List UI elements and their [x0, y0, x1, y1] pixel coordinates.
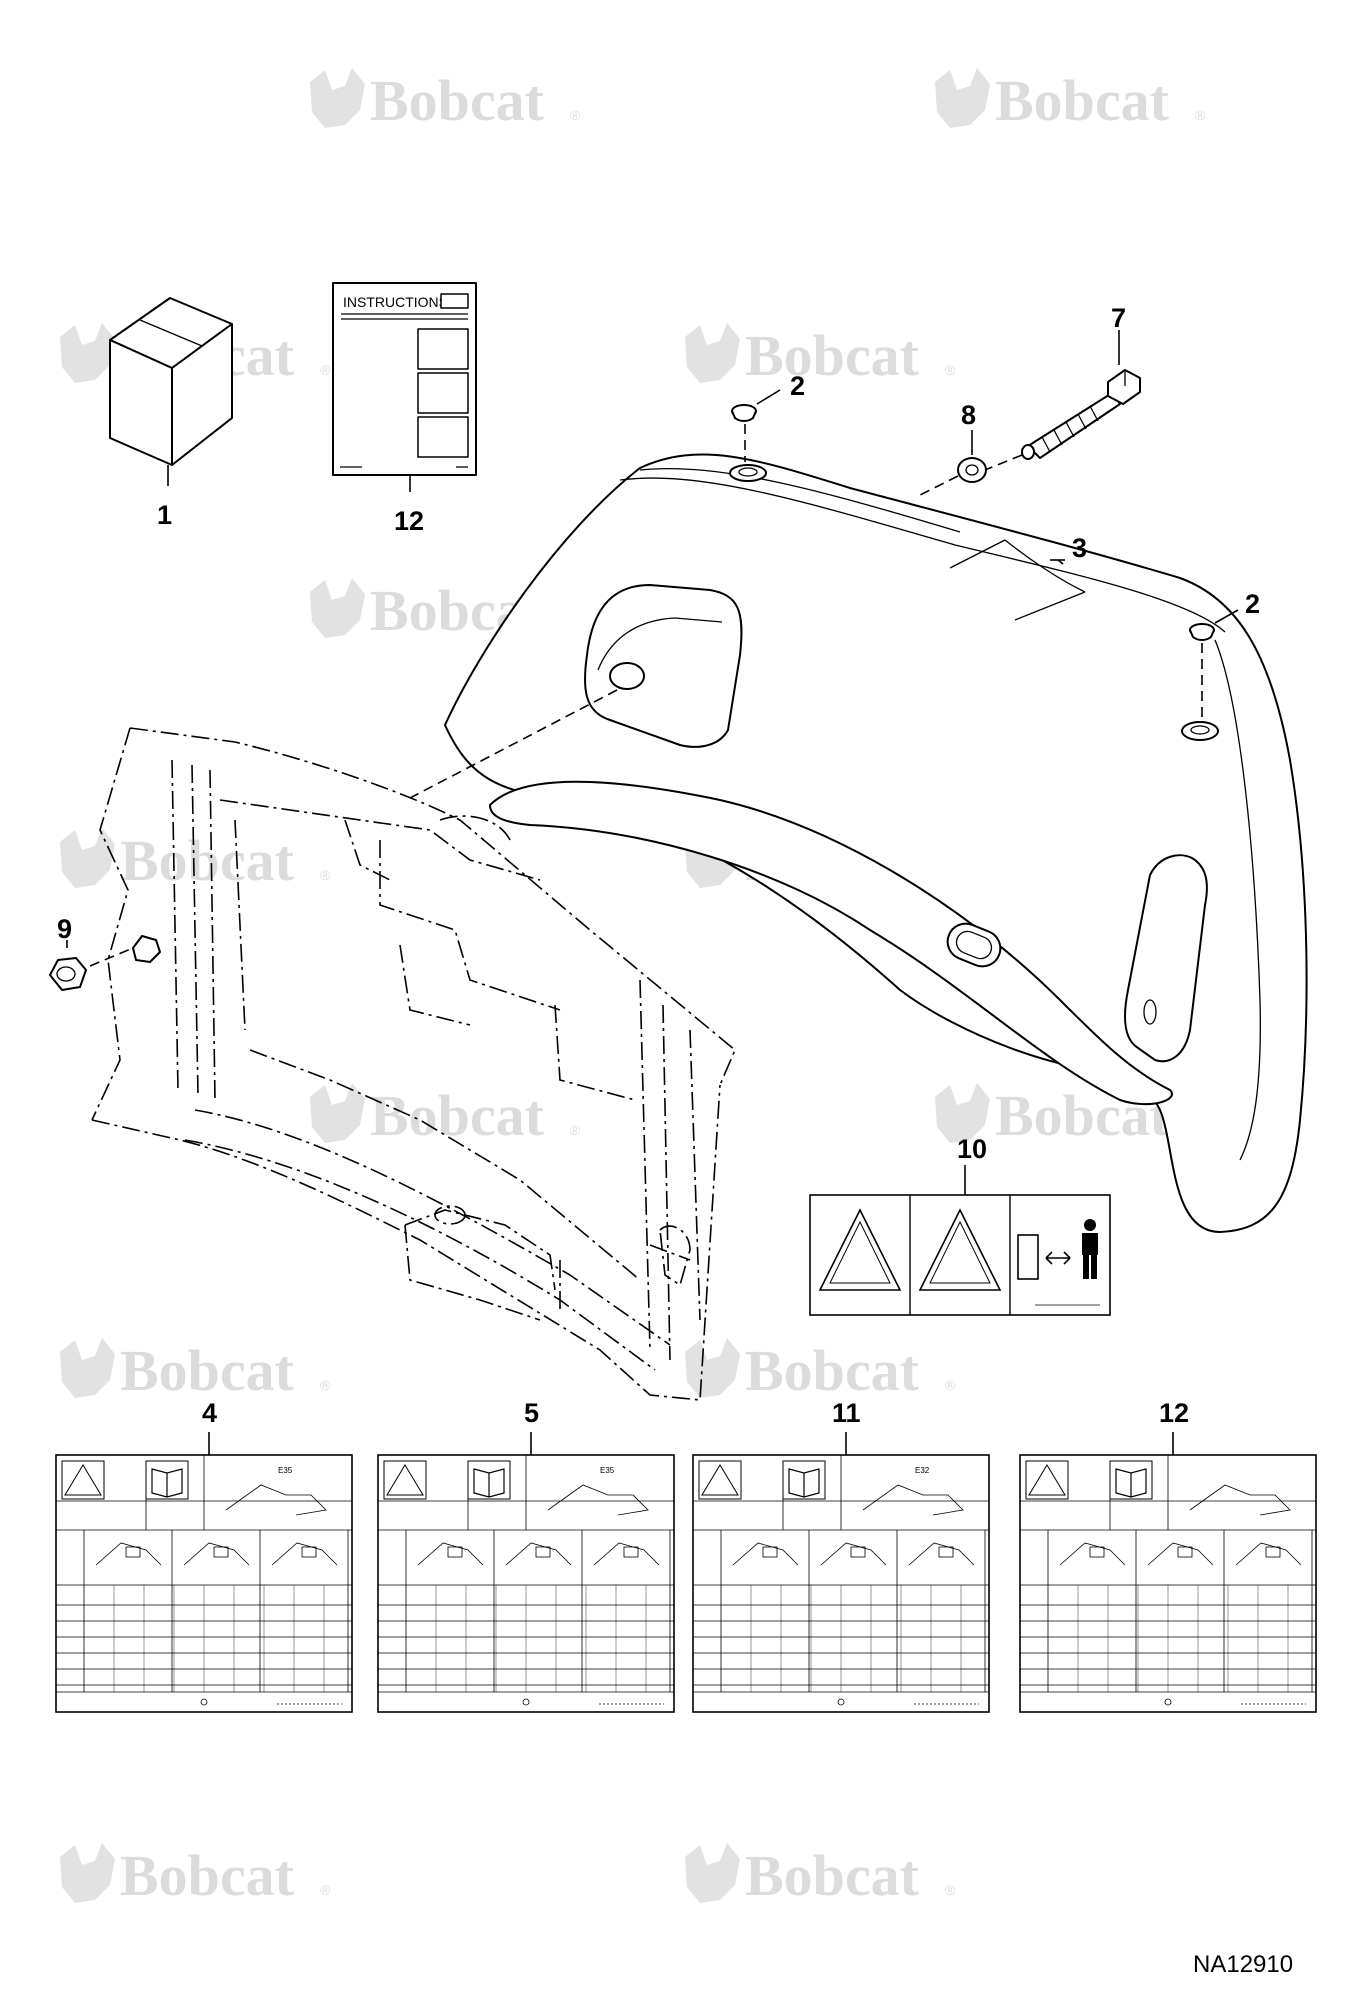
callout-2a: 2 [790, 371, 805, 401]
decal-model: E35 [278, 1466, 293, 1475]
watermark-text: Bobcat [120, 1338, 295, 1403]
watermark-logo: Bobcat ® [685, 1338, 956, 1403]
decal-model: E35 [600, 1466, 615, 1475]
book-icon [473, 1468, 505, 1498]
bobcat-head-icon [685, 323, 740, 383]
watermark-registered: ® [945, 1377, 956, 1393]
watermark-registered: ® [945, 362, 956, 378]
part-6-bolt: 7 [984, 303, 1141, 471]
alignment-line [409, 689, 618, 799]
excavator-icon [1189, 1484, 1291, 1516]
manual-header: INSTRUCTIONS [343, 294, 448, 310]
callout-8: 9 [57, 914, 72, 944]
watermark-text: Bobcat [370, 68, 545, 133]
watermark-registered: ® [570, 1122, 581, 1138]
watermark-registered: ® [320, 1882, 331, 1898]
watermark-registered: ® [570, 107, 581, 123]
bobcat-head-icon [60, 1843, 115, 1903]
part-8-nut: 9 [49, 914, 161, 991]
bobcat-head-icon [935, 1083, 990, 1143]
watermark-logo: Bobcat ® [310, 68, 581, 133]
callout-5: 5 [524, 1398, 539, 1428]
callout-9: 10 [957, 1134, 987, 1164]
callout-2b: 2 [1245, 589, 1260, 619]
watermark-registered: ® [320, 362, 331, 378]
excavator-icon [547, 1484, 649, 1516]
bobcat-head-icon [60, 323, 115, 383]
callout-6: 7 [1111, 303, 1126, 333]
excavator-icon [862, 1484, 964, 1516]
part-1-box: 1 [109, 297, 233, 530]
watermark-registered: ® [320, 867, 331, 883]
watermark-text: Bobcat [120, 1843, 295, 1908]
bobcat-head-icon [685, 1843, 740, 1903]
watermark-registered: ® [1195, 107, 1206, 123]
watermark-logo: Bobcat ® [60, 1843, 331, 1908]
part-2-plug-right: 2 [1189, 589, 1260, 720]
watermark-text: Bobcat [995, 68, 1170, 133]
watermark-logo: Bobcat ® [935, 68, 1206, 133]
callout-3: 3 [1072, 533, 1087, 563]
watermark-logo: Bobcat ® [310, 1083, 581, 1148]
decal-model: E32 [915, 1466, 930, 1475]
book-icon [1115, 1468, 1147, 1498]
watermark-text: Bobcat [745, 1338, 920, 1403]
excavator-icon [225, 1484, 327, 1516]
callout-12: 12 [394, 506, 424, 536]
watermark-logo: Bobcat ® [60, 828, 331, 893]
watermark-text: Bobcat [370, 1083, 545, 1148]
watermark-logo: Bobcat® [935, 1083, 1206, 1148]
callout-11: 12 [1159, 1398, 1189, 1428]
bobcat-head-icon [310, 1083, 365, 1143]
part-12-manual: INSTRUCTIONS 12 [332, 282, 477, 536]
part-9-warning-decal: 10 [809, 1134, 1111, 1316]
watermark-logo: Bobcat ® [685, 1843, 956, 1908]
bobcat-head-icon [310, 578, 365, 638]
book-icon [788, 1468, 820, 1498]
book-icon [151, 1468, 183, 1498]
capacity-decal-11: 12 [1019, 1398, 1317, 1713]
machine-frame-phantom [91, 727, 736, 1401]
watermark-registered: ® [320, 1377, 331, 1393]
watermark-logo: Bobcat ® [685, 323, 956, 388]
watermark-text: Bobcat [745, 1843, 920, 1908]
watermark-registered: ® [945, 1882, 956, 1898]
bobcat-head-icon [310, 68, 365, 128]
callout-4: 4 [202, 1398, 217, 1428]
callout-1: 1 [157, 500, 172, 530]
bobcat-head-icon [935, 68, 990, 128]
watermark-text: Bobcat [745, 323, 920, 388]
callout-10: 11 [832, 1398, 861, 1428]
bobcat-head-icon [60, 1338, 115, 1398]
watermark-text: Bobcat [120, 828, 295, 893]
part-2-plug-top: 2 [731, 371, 805, 462]
part-7-washer: 8 [917, 400, 987, 497]
bobcat-head-icon [60, 828, 115, 888]
watermark-logo: Bobcat ® [60, 1338, 331, 1403]
part-3-cover: 3 [444, 453, 1308, 1233]
drawing-number: NA12910 [1193, 1951, 1293, 1978]
callout-7: 8 [961, 400, 976, 430]
bobcat-head-icon [685, 1338, 740, 1398]
